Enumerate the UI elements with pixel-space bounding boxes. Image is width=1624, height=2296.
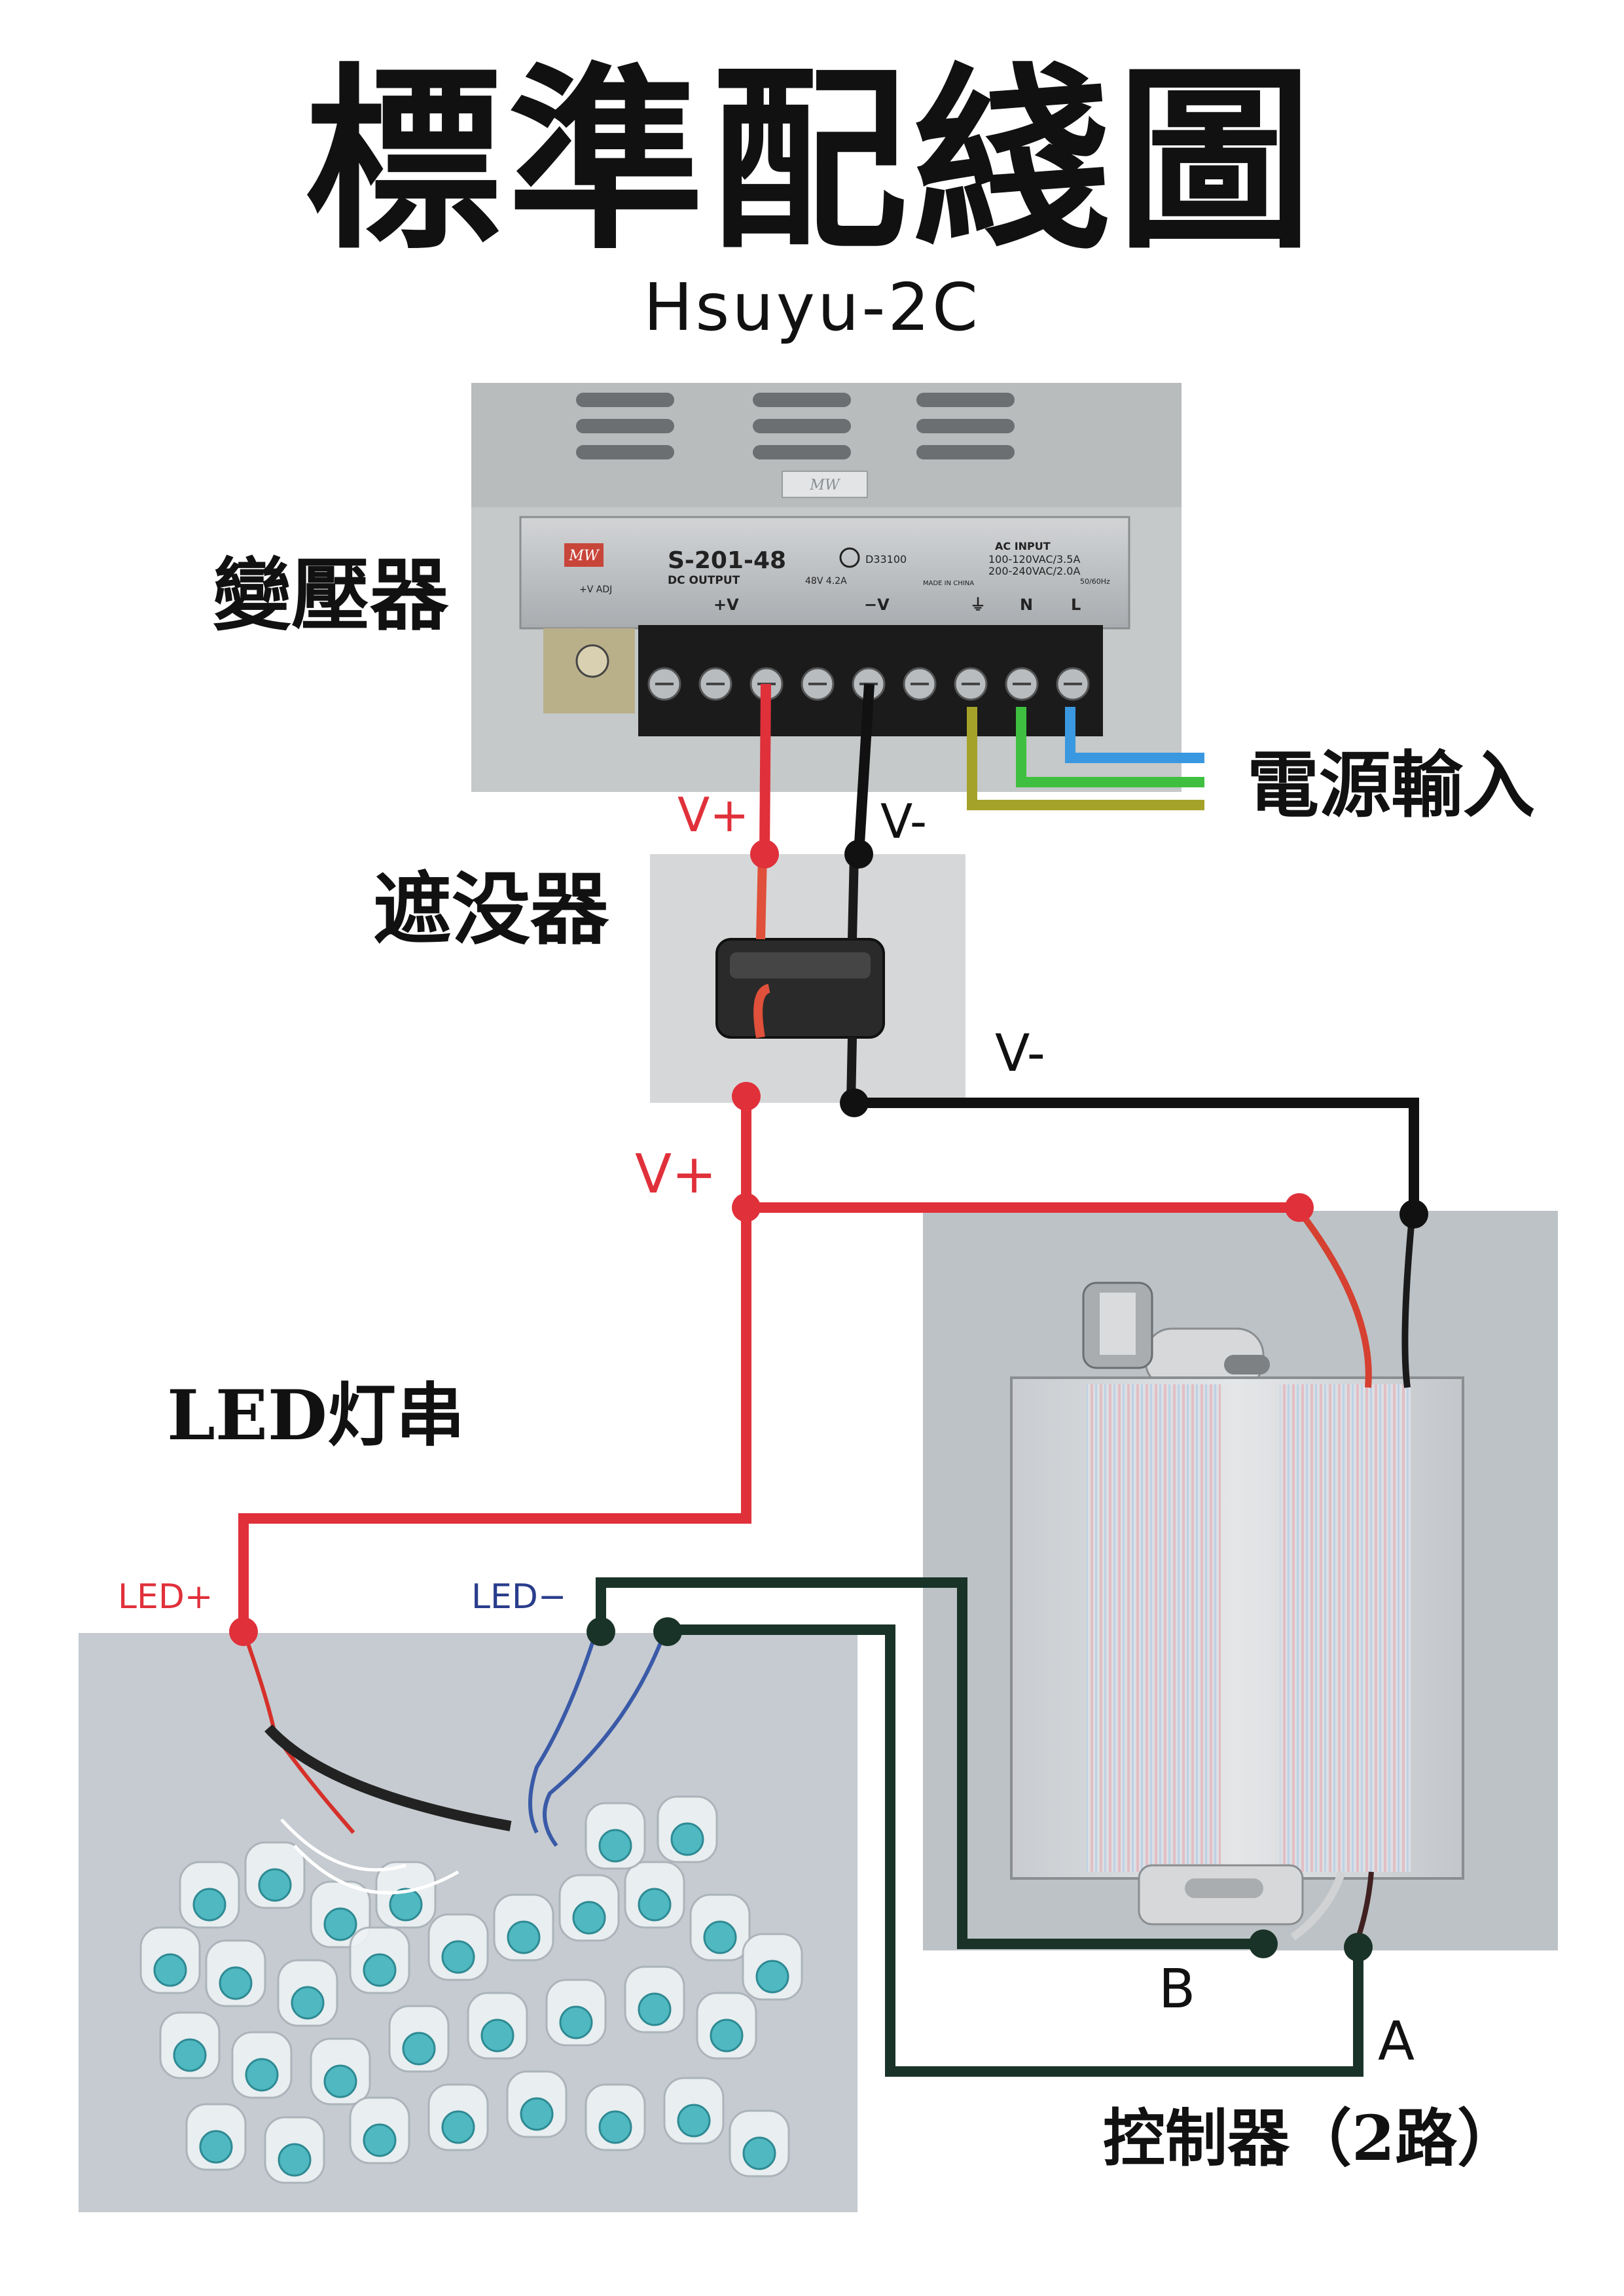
vminus-wire-controller — [854, 1098, 1419, 1211]
led-bulb — [153, 1953, 187, 1987]
led-bulb — [402, 2032, 436, 2066]
psu-ac-input-1: 100-120VAC/3.5A — [988, 553, 1080, 565]
wires — [238, 683, 1419, 2077]
psu-made-in: MADE IN CHINA — [923, 580, 974, 587]
vplus-wire-controller — [741, 1095, 1299, 1213]
vplus-top-label: V+ — [677, 787, 749, 842]
led-bulb — [245, 2058, 279, 2092]
led-plus-junction — [229, 1617, 258, 1646]
vminus-junction-top — [844, 840, 873, 869]
led-bulb — [598, 1829, 632, 1863]
psu-vents — [576, 393, 1015, 459]
led-bulb — [278, 2143, 312, 2177]
vplus-junction-bottom — [732, 1082, 761, 1111]
junction-dots — [229, 840, 1428, 1962]
led-bulb — [363, 2123, 397, 2157]
neutral-wire — [1016, 707, 1204, 787]
led-bulb — [323, 1907, 357, 1941]
page-title: 標準配綫圖 — [304, 45, 1320, 276]
psu-terminal-l: L — [1071, 596, 1081, 614]
live-wire — [1065, 707, 1204, 763]
b-junction — [1249, 1929, 1278, 1958]
led-bulb — [199, 2130, 233, 2164]
led-string-label: LED灯串 — [167, 1374, 465, 1456]
led-minus-label: LED− — [471, 1577, 567, 1617]
led-bulb — [755, 1960, 789, 1994]
controller-label: 控制器（2路） — [1103, 2102, 1520, 2175]
earth-icon: ⏚ — [970, 596, 986, 614]
led-bulb — [710, 2018, 744, 2053]
controller-vplus-junction — [1285, 1193, 1314, 1222]
led-plus-label: LED+ — [118, 1577, 213, 1617]
led-bulb — [559, 2005, 593, 2039]
led-plus-wire — [238, 1208, 751, 1630]
vminus-wire-top — [854, 683, 875, 855]
psu-terminal-pos: +V — [713, 596, 739, 614]
earth-wire — [967, 707, 1204, 810]
led-bulb — [507, 1920, 541, 1954]
led-bulb — [670, 1822, 704, 1856]
led-minus-junction-2 — [653, 1617, 682, 1646]
psu-frequency: 50/60Hz — [1080, 577, 1110, 586]
psu-ac-input-2: 200-240VAC/2.0A — [988, 565, 1080, 577]
psu-cert: D33100 — [865, 553, 907, 565]
led-bulb — [742, 2136, 776, 2170]
led-string-photo — [79, 1632, 857, 2212]
led-bulb — [192, 1888, 226, 1922]
psu-rating: 48V 4.2A — [805, 576, 847, 586]
transformer-label: 變壓器 — [213, 549, 448, 641]
controller-photo — [923, 1208, 1558, 1950]
data-wire-b — [596, 1577, 1263, 1949]
vplus-wire-top — [759, 683, 771, 855]
cert-icon — [839, 547, 860, 568]
psu-ac-input-title: AC INPUT — [995, 540, 1051, 552]
led-bulb — [677, 2104, 711, 2138]
led-bulb — [638, 1888, 672, 1922]
led-pixels — [139, 1795, 803, 2184]
mw-logo-text: MW — [568, 548, 600, 564]
vplus-split-junction — [732, 1193, 761, 1222]
led-bulb — [258, 1868, 292, 1902]
led-bulb — [363, 1953, 397, 1987]
power-supply-photo: MW MW S-201-48 D33100 AC INPUT 100-120VA… — [471, 383, 1182, 792]
led-bulb — [572, 1901, 606, 1935]
led-bulb — [219, 1966, 253, 2000]
a-junction — [1344, 1933, 1373, 1962]
led-bulb — [598, 2110, 632, 2144]
psu-adj-label: +V ADJ — [579, 584, 612, 595]
led-bulb — [703, 1920, 737, 1954]
adjust-knob — [575, 644, 609, 678]
suppressor-photo — [650, 853, 965, 1103]
led-minus-junction-1 — [586, 1617, 615, 1646]
led-bulb — [441, 2110, 475, 2144]
led-bulb — [520, 2097, 554, 2131]
led-bulb — [291, 1986, 325, 2020]
led-bulb — [441, 1940, 475, 1974]
psu-model: S-201-48 — [668, 547, 786, 574]
led-bulb — [323, 2064, 357, 2098]
psu-terminal-n: N — [1020, 596, 1033, 614]
svg-text:MW: MW — [809, 477, 841, 493]
led-bulb — [638, 1992, 672, 2026]
a-label: A — [1378, 2011, 1415, 2073]
vminus-mid-label: V- — [995, 1024, 1045, 1083]
data-wire-a — [668, 1624, 1363, 2077]
b-label: B — [1159, 1958, 1196, 2020]
psu-dc-output: DC OUTPUT — [668, 574, 740, 587]
controller-vminus-junction — [1399, 1200, 1428, 1229]
power-input-label: 電源輸入 — [1247, 743, 1535, 827]
led-bulb — [389, 1888, 423, 1922]
vplus-junction-top — [750, 840, 779, 869]
vminus-junction-bottom — [840, 1088, 869, 1117]
meanwell-logo — [564, 543, 604, 567]
terminal-screws — [647, 667, 1090, 701]
psu-terminal-neg: −V — [864, 596, 890, 614]
vplus-mid-label: V+ — [635, 1143, 717, 1206]
model-subtitle: Hsuyu-2C — [643, 269, 981, 346]
led-bulb — [173, 2038, 207, 2072]
suppressor-label: 遮没器 — [373, 863, 609, 956]
vminus-top-label: V- — [880, 794, 928, 849]
led-bulb — [480, 2018, 514, 2053]
